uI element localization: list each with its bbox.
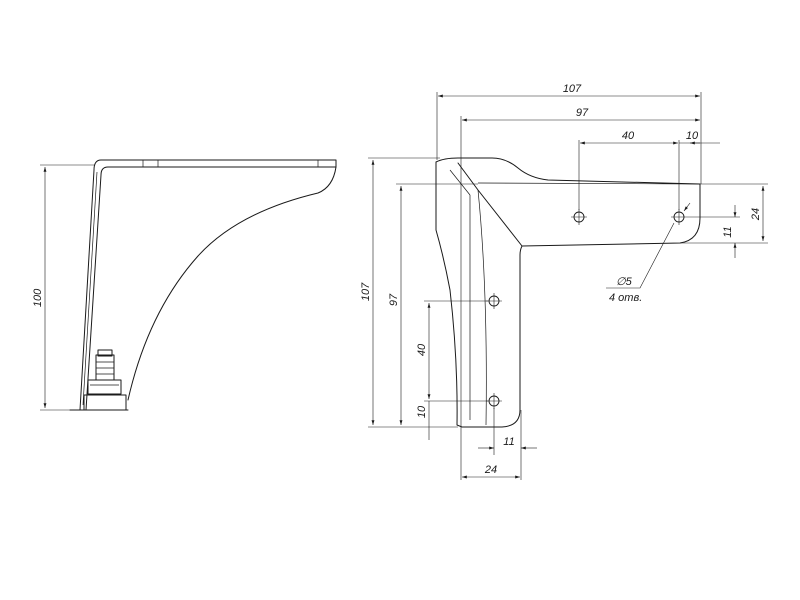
front-view-total-width-dimension: 107	[563, 83, 582, 95]
front-view-hole-offset-bottom-dimension: 11	[503, 436, 514, 448]
side-view-foot-thread	[96, 361, 114, 375]
front-view-inner-height-dimension: 97	[388, 293, 400, 306]
front-view-hole-top-left	[571, 209, 587, 225]
side-view-foot-bolt-head	[97, 349, 113, 357]
front-view-total-height-dimension: 107	[360, 282, 372, 301]
front-view-hole-edge-h-dimension: 10	[686, 130, 699, 142]
front-view-bend-horizontal	[477, 182, 701, 185]
side-view-foot-nut	[87, 379, 122, 395]
side-view-vertical-plate-inner	[85, 166, 109, 411]
front-view-hole-diameter-callout: ∅5	[616, 276, 633, 288]
front-view-bend-diagonal-2	[449, 169, 471, 196]
side-view-top-plate-notch	[142, 160, 319, 167]
front-view-hole-spacing-h-dimension: 40	[622, 130, 635, 142]
front-view-flange-height-dimension: 24	[750, 208, 762, 221]
side-view-gusset-curve	[127, 166, 337, 401]
side-view-vertical-plate-mid	[82, 171, 98, 406]
front-view-outline	[435, 157, 701, 428]
front-view-hole-spacing-v-dimension: 40	[416, 343, 428, 356]
side-view-vertical-plate	[79, 159, 102, 411]
front-view-bend-vertical-2	[477, 189, 487, 426]
side-view-top-plate	[100, 159, 337, 168]
side-view: 100	[32, 159, 337, 411]
front-view-flange-width-dimension: 24	[484, 464, 497, 476]
front-view-inner-width-dimension: 97	[576, 107, 589, 119]
front-view-bend-diagonal	[457, 162, 523, 247]
side-view-foot-bolt	[95, 354, 115, 381]
front-view-hole-bottom	[486, 393, 502, 409]
front-view-hole-count-callout: 4 отв.	[609, 292, 642, 304]
side-view-foot	[83, 394, 127, 411]
side-view-height-dimension: 100	[32, 288, 44, 307]
front-view-hole-top-right	[671, 209, 687, 225]
front-view-hole-edge-v-dimension: 10	[416, 405, 428, 418]
front-view-hole-mid	[486, 293, 502, 309]
front-view: 107 97 40 10 107 97 40 10 11	[360, 83, 768, 480]
front-view-hole-offset-right-dimension: 11	[722, 226, 734, 237]
